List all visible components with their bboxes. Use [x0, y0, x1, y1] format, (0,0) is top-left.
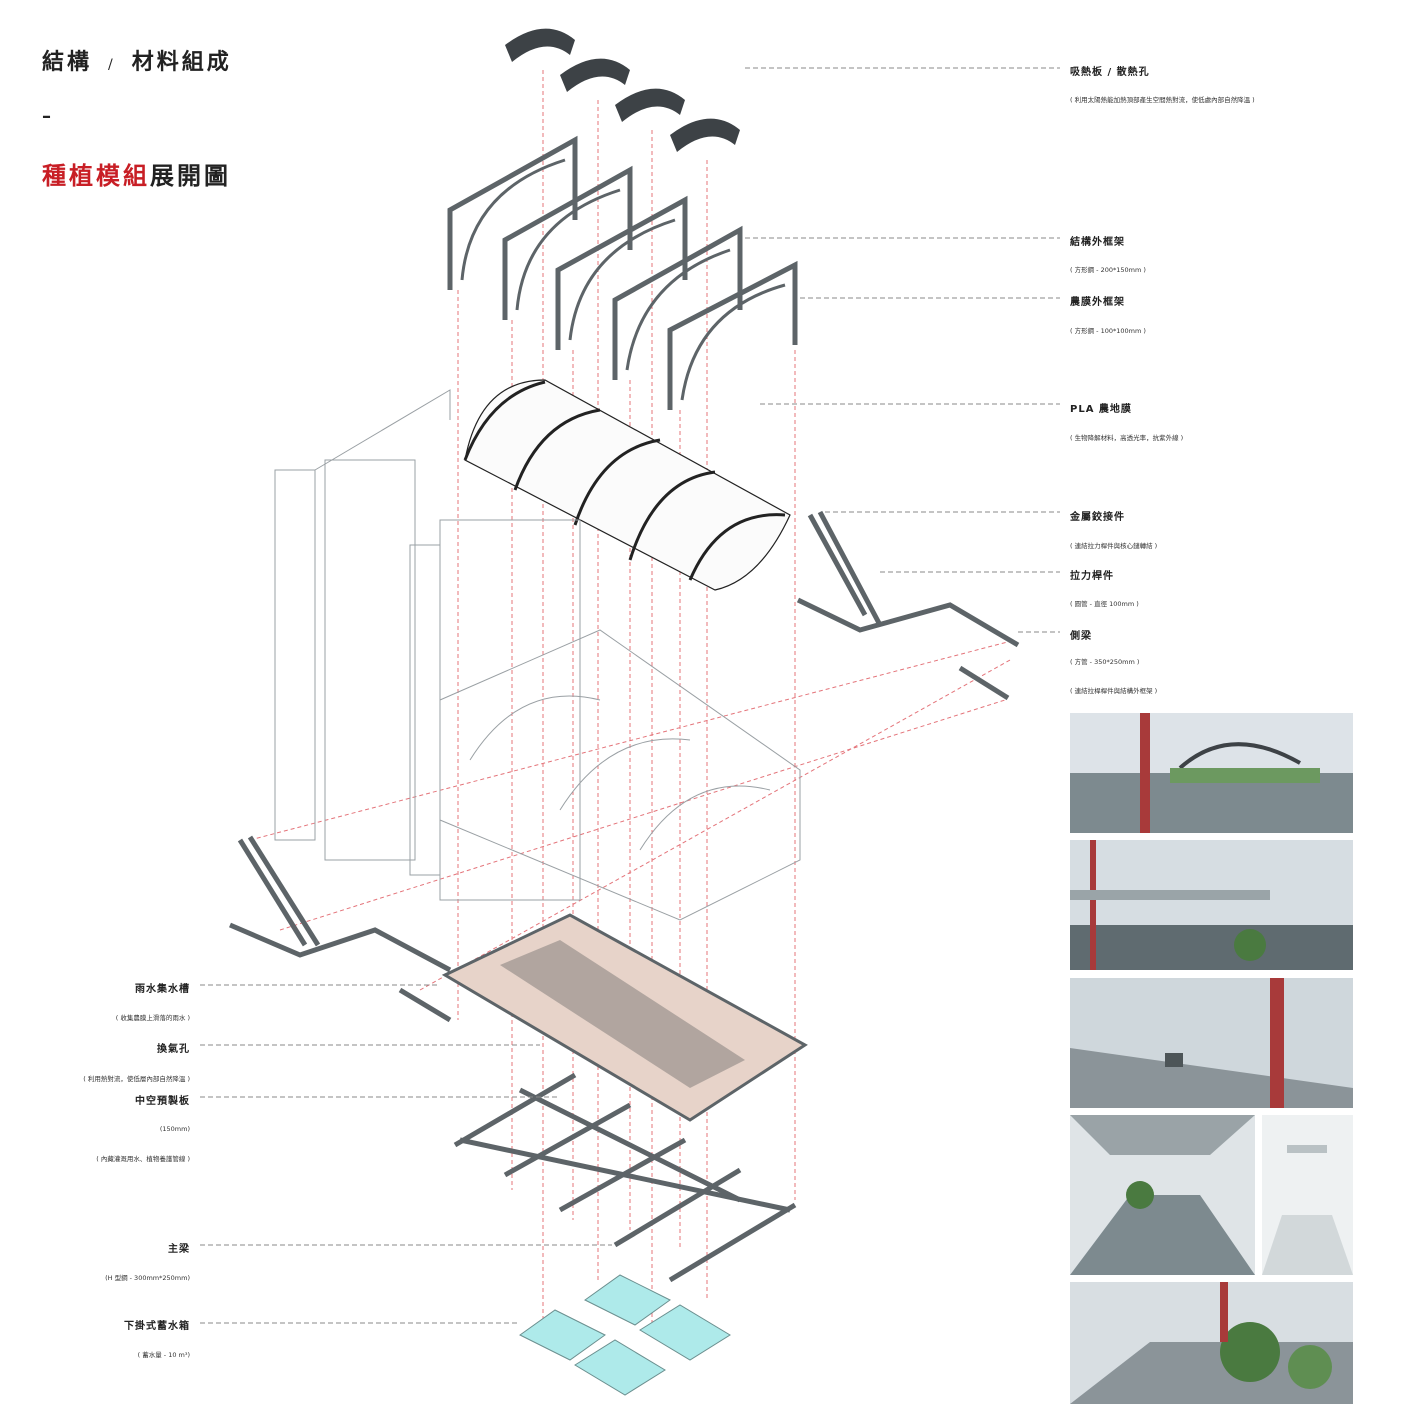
note-precast-slab-size: (150mm) — [159, 1125, 190, 1133]
note-structure-frame: ( 方形鋼 - 200*150mm ) — [1070, 266, 1146, 274]
note-tension-rod: ( 圓管 - 直徑 100mm ) — [1070, 600, 1139, 608]
label-film-frame: 農膜外框架 — [1070, 297, 1125, 308]
structure-frames — [447, 135, 798, 410]
label-hinge: 金屬鉸接件 — [1070, 512, 1125, 523]
title-separator: / — [108, 57, 116, 73]
label-absorber: 吸熱板 / 散熱孔 — [1070, 67, 1150, 78]
note-side-beam: ( 方管 - 350*250mm ) — [1070, 658, 1140, 666]
note-hinge: ( 連結拉力桿件與核心鏈轉結 ) — [1070, 542, 1158, 550]
note-absorber: ( 利用太陽熱能加熱頂部產生空間熱對流，使低處內部自然降溫 ) — [1070, 96, 1255, 104]
render-image-3 — [1070, 978, 1353, 1108]
note-main-beam: (H 型鋼 - 300mm*250mm) — [105, 1274, 190, 1282]
render-image-5 — [1262, 1115, 1353, 1275]
label-tension-rod: 拉力桿件 — [1070, 571, 1114, 582]
note-film-frame: ( 方形鋼 - 100*100mm ) — [1070, 327, 1146, 335]
subtitle-black: 展開圖 — [150, 161, 231, 190]
render-image-2 — [1070, 840, 1353, 970]
note-side-beam-connection: ( 連結拉桿桿件與結構外框架 ) — [1070, 687, 1158, 695]
note-rain-gutter: ( 收集農膜上滑落的雨水 ) — [115, 1014, 190, 1022]
title-right: 材料組成 — [131, 49, 232, 75]
subtitle-red: 種植模組 — [42, 161, 150, 190]
label-rain-gutter: 雨水集水槽 — [135, 984, 190, 995]
subtitle: 種植模組展開圖 — [42, 156, 231, 191]
note-pla-film: ( 生物降解材料，高透光率，抗紫外線 ) — [1070, 434, 1184, 442]
title-dash: – — [42, 106, 51, 127]
label-vent: 換氣孔 — [157, 1044, 190, 1055]
pla-film-vault — [463, 379, 791, 591]
label-main-beam: 主梁 — [168, 1244, 190, 1255]
render-image-1 — [1070, 713, 1353, 833]
note-precast-slab-pipes: ( 內藏灌溉用水、植物養護管線 ) — [96, 1155, 190, 1163]
label-water-tank: 下掛式蓄水箱 — [124, 1321, 190, 1332]
label-pla-film: PLA 農地膜 — [1070, 404, 1132, 415]
building-core — [274, 389, 801, 921]
title-left: 結構 — [42, 49, 93, 75]
tension-rods — [229, 510, 1020, 1023]
label-precast-slab: 中空預製板 — [135, 1096, 190, 1107]
water-tanks — [519, 1274, 731, 1396]
render-image-4 — [1070, 1115, 1255, 1275]
note-vent: ( 利用熱對流，使低層內部自然降溫 ) — [83, 1075, 190, 1083]
precast-slab — [441, 913, 808, 1122]
main-beams — [453, 1072, 797, 1283]
label-structure-frame: 結構外框架 — [1070, 237, 1125, 248]
render-image-6 — [1070, 1282, 1353, 1404]
title: 結構 / 材料組成 — [42, 44, 232, 76]
absorber-panels — [505, 28, 740, 152]
note-water-tank: ( 蓄水量 - 10 m³) — [137, 1351, 190, 1359]
label-side-beam: 側梁 — [1070, 631, 1092, 642]
guide-lines — [249, 70, 1016, 1330]
